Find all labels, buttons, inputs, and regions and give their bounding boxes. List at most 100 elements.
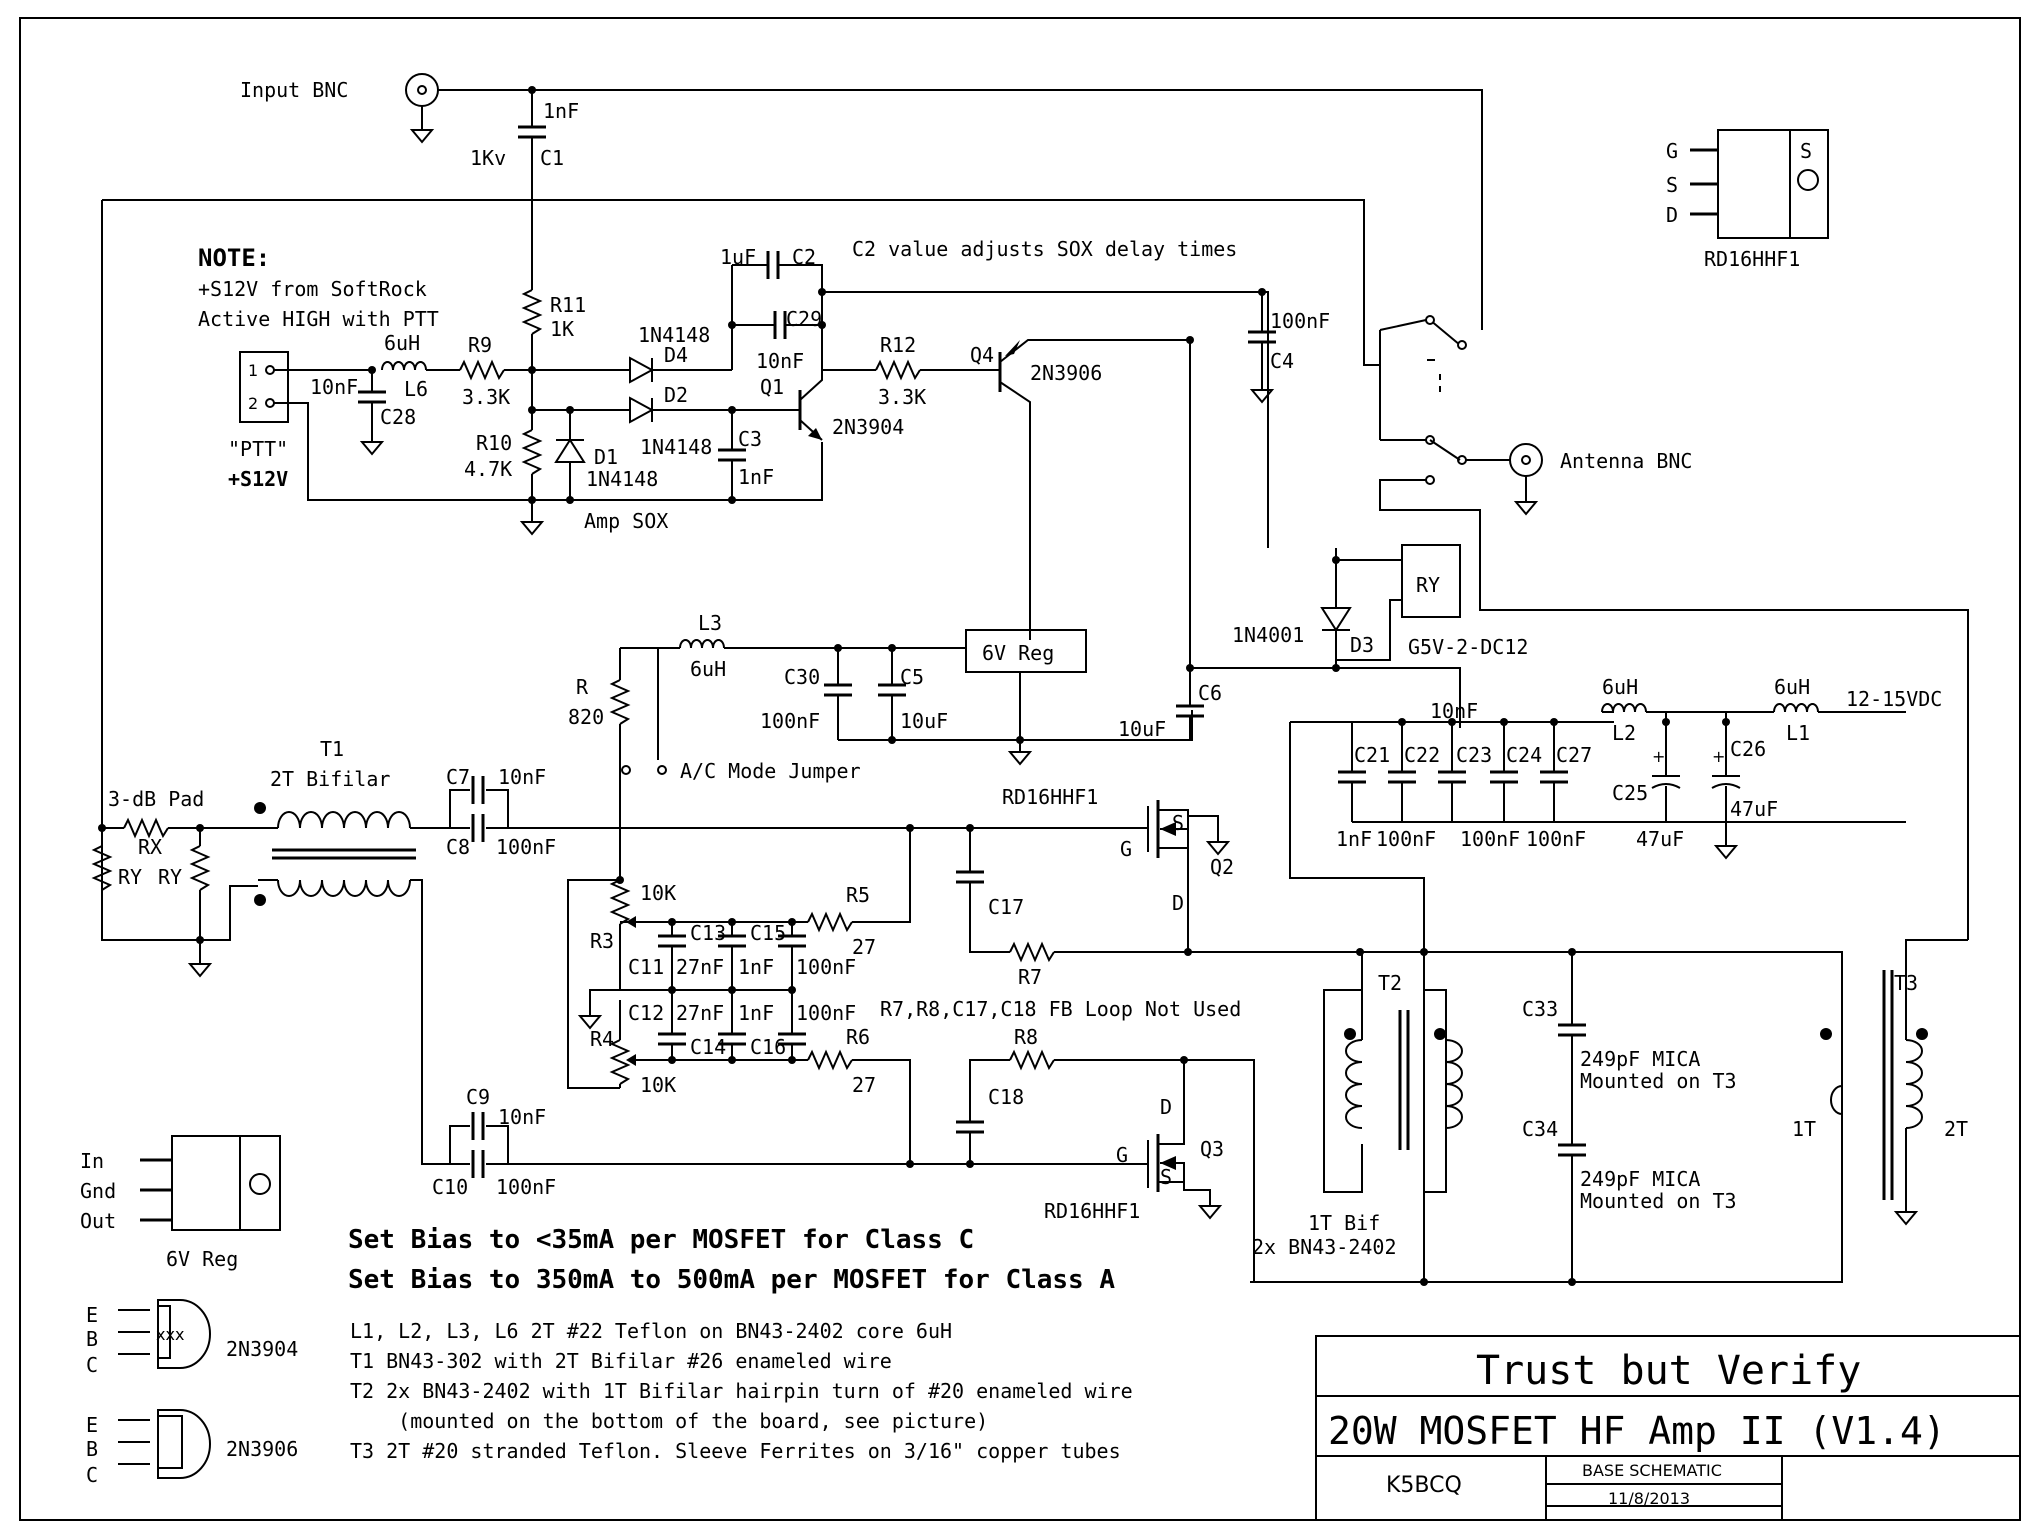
label-labels-note-line1: +S12V from SoftRock	[198, 277, 427, 301]
label-labels-rd-top: RD16HHF1	[1704, 247, 1800, 271]
antenna-bnc-label: Antenna BNC	[1560, 449, 1692, 473]
label-labels-l1-val: 6uH	[1774, 675, 1810, 699]
label-labels-d4-name: D4	[664, 343, 688, 367]
label-labels-ry-a: RY	[118, 865, 142, 889]
label-labels-r7-name: R7	[1018, 965, 1042, 989]
relay-coil	[1401, 544, 1461, 618]
label-labels-t3-name: T3	[1894, 971, 1918, 995]
label-labels-pin-d: D	[1666, 203, 1678, 227]
label-static: +	[1712, 747, 1725, 766]
label-labels-c1-val: 1nF	[543, 99, 579, 123]
label-labels-pin-d: D	[1160, 1095, 1172, 1119]
t2-transformer	[1323, 952, 1463, 1193]
label-labels-q3-name: Q3	[1200, 1137, 1224, 1161]
label-labels-c27-val: 100nF	[1526, 827, 1586, 851]
label-labels-c26-name: C26	[1730, 737, 1766, 761]
t1-bifilar-transformer	[258, 811, 450, 1165]
label-labels-r10-name: R10	[476, 431, 512, 455]
sheet-border	[19, 17, 2021, 1521]
label-labels-r5-val: 27	[852, 935, 876, 959]
label-labels-pin-s: S	[1172, 811, 1184, 835]
label-labels-pin-b: B	[86, 1327, 98, 1351]
label-labels-r9-val: 3.3K	[462, 385, 510, 409]
label-labels-c2-val: 1uF	[720, 245, 756, 269]
label-labels-note-line2: Active HIGH with PTT	[198, 307, 439, 331]
label-labels-c14-val: 1nF	[738, 1001, 774, 1025]
label-static: xxx	[156, 1325, 184, 1344]
label-labels-c10-val: 100nF	[496, 1175, 556, 1199]
label-labels-c23: C23	[1456, 743, 1492, 767]
label-labels-relay-part: G5V-2-DC12	[1408, 635, 1528, 659]
input-bnc-label: Input BNC	[240, 78, 348, 102]
label-labels-pnp-part: 2N3906	[226, 1437, 298, 1461]
label-labels-r3-name: R3	[590, 929, 614, 953]
label-labels-pin-s: S	[1800, 139, 1812, 163]
label-labels-c21: C21	[1354, 743, 1390, 767]
label-labels-r12-val: 3.3K	[878, 385, 926, 409]
label-labels-c27: C27	[1556, 743, 1592, 767]
bias-note-class-c: Set Bias to <35mA per MOSFET for Class C	[348, 1225, 974, 1255]
label-labels-amp-sox: Amp SOX	[584, 509, 668, 533]
label-labels-d1-name: D1	[594, 445, 618, 469]
label-labels-ptt-label: "PTT"	[228, 437, 288, 461]
label-labels-c9-name: C9	[466, 1085, 490, 1109]
label-labels-c11-val: 27nF	[676, 955, 724, 979]
label-labels-pin-e: E	[86, 1413, 98, 1437]
label-labels-c13-name: C13	[690, 921, 726, 945]
label-labels-c12-val: 27nF	[676, 1001, 724, 1025]
label-labels-r11-val: 1K	[550, 317, 574, 341]
label-labels-d2-part: 1N4148	[640, 435, 712, 459]
label-labels-c22: C22	[1404, 743, 1440, 767]
label-labels-s12v-label: +S12V	[228, 467, 288, 491]
label-labels-c16-name: C16	[750, 1035, 786, 1059]
label-labels-c1-volt: 1Kv	[470, 146, 506, 170]
label-labels-r3-val: 10K	[640, 881, 676, 905]
label-labels-c10-name: C10	[432, 1175, 468, 1199]
note-title: NOTE:	[198, 244, 270, 272]
label-labels-c34-name: C34	[1522, 1117, 1558, 1141]
label-labels-c9-val: 10nF	[498, 1105, 546, 1129]
label-labels-c15-name: C15	[750, 921, 786, 945]
label-labels-l2-name: L2	[1612, 721, 1636, 745]
build-note-1: L1, L2, L3, L6 2T #22 Teflon on BN43-240…	[350, 1319, 952, 1343]
label-labels-d2-name: D2	[664, 383, 688, 407]
label-labels-c3-val: 1nF	[738, 465, 774, 489]
label-labels-c3-name: C3	[738, 427, 762, 451]
bias-decoupling-caps	[620, 918, 808, 1064]
label-labels-pin-d: D	[1172, 891, 1184, 915]
label-labels-pin-c: C	[86, 1353, 98, 1377]
t3-transformer	[1830, 939, 1968, 1200]
label-labels-pad-label: 3-dB Pad	[108, 787, 204, 811]
label-labels-c29-val: 10nF	[756, 349, 804, 373]
label-labels-c8-name: C8	[446, 835, 470, 859]
label-labels-mica1: 249pF MICA	[1580, 1047, 1700, 1071]
label-labels-c12-name: C12	[628, 1001, 664, 1025]
label-labels-c21-val: 1nF	[1336, 827, 1372, 851]
label-labels-c25-val: 47uF	[1636, 827, 1684, 851]
label-labels-r820-name: R	[576, 675, 589, 699]
title-author: K5BCQ	[1386, 1473, 1462, 1498]
label-labels-r10-val: 4.7K	[464, 457, 512, 481]
label-labels-c4-val: 100nF	[1270, 309, 1330, 333]
label-labels-reg-out: Out	[80, 1209, 116, 1233]
label-labels-r6-name: R6	[846, 1025, 870, 1049]
label-labels-pin-g: G	[1666, 139, 1678, 163]
label-labels-l2-val: 6uH	[1602, 675, 1638, 699]
label-labels-reg-gnd: Gnd	[80, 1179, 116, 1203]
label-labels-c17-name: C17	[988, 895, 1024, 919]
label-labels-r5-name: R5	[846, 883, 870, 907]
label-labels-c1-name: C1	[540, 146, 564, 170]
label-labels-rx-label: RX	[138, 835, 162, 859]
title-date: 11/8/2013	[1608, 1489, 1690, 1508]
label-labels-r9-name: R9	[468, 333, 492, 357]
label-labels-c8-val: 100nF	[496, 835, 556, 859]
label-labels-pin2: 2	[248, 394, 258, 413]
label-labels-q4-name: Q4	[970, 343, 994, 367]
label-labels-r8-name: R8	[1014, 1025, 1038, 1049]
label-labels-c2-name: C2	[792, 245, 816, 269]
label-labels-npn-part: 2N3904	[226, 1337, 298, 1361]
q3-mosfet	[1132, 1060, 1211, 1196]
label-labels-r12-name: R12	[880, 333, 916, 357]
title-main: 20W MOSFET HF Amp II (V1.4)	[1328, 1409, 1946, 1453]
